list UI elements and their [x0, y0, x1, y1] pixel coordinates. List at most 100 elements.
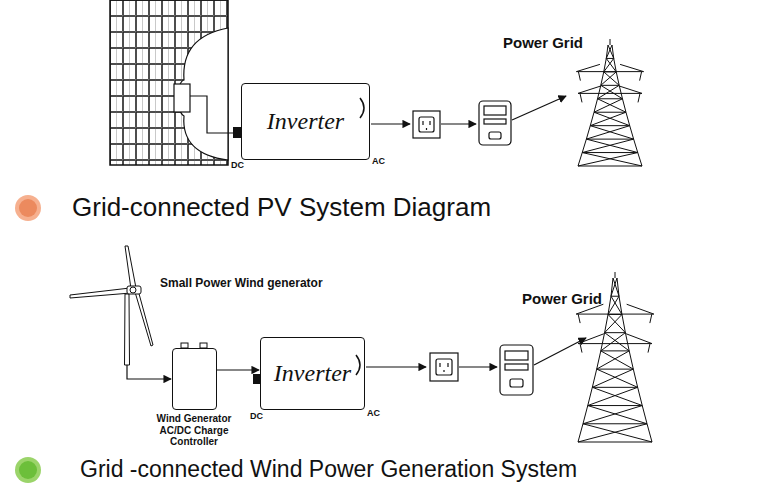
wind-generator: Small Power Wind generator	[100, 245, 154, 365]
tower-strut	[588, 405, 642, 406]
tower-strut	[615, 272, 616, 278]
power-tower	[576, 39, 643, 166]
grid-chain	[439, 363, 440, 367]
port-label: DC	[231, 160, 244, 170]
tower-strut	[583, 406, 642, 424]
tower-strut	[626, 334, 652, 344]
tower-strut	[578, 166, 642, 167]
tower-strut	[594, 112, 626, 113]
tower-strut	[578, 153, 582, 166]
tower-strut	[638, 153, 642, 166]
node-label: Power Grid	[503, 34, 583, 51]
grid-chain	[426, 128, 427, 130]
grid-chain	[436, 359, 452, 375]
tower-strut	[620, 86, 642, 93]
tower-strut	[638, 387, 643, 405]
wind-turbine	[130, 287, 136, 293]
power-tower	[576, 39, 654, 442]
tower-strut	[582, 153, 642, 166]
grid-chain	[366, 338, 586, 395]
tower-strut	[583, 423, 647, 424]
tower-strut	[601, 350, 629, 351]
grid-chain	[422, 121, 423, 125]
tower-strut	[578, 334, 604, 344]
port-label: AC	[372, 156, 385, 166]
grid-chain	[441, 123, 476, 124]
tower-strut	[597, 351, 629, 369]
tower-strut	[582, 139, 586, 152]
tower-strut	[604, 72, 619, 85]
tower-strut	[597, 369, 638, 387]
power-grid-tower: Power Grid	[580, 300, 650, 440]
solar-panel	[174, 84, 190, 112]
tower-strut	[586, 126, 629, 139]
tower-strut	[650, 314, 652, 323]
tower-strut	[576, 64, 600, 71]
tower-strut	[578, 153, 638, 166]
tower-strut	[633, 369, 637, 387]
grid-chain	[413, 111, 440, 138]
tower-strut	[586, 139, 633, 140]
wind-turbine	[70, 246, 153, 365]
node-label: Small Power Wind generator	[160, 276, 323, 290]
tower-strut	[605, 333, 630, 351]
tower-strut	[590, 112, 594, 125]
tower-strut	[638, 93, 640, 102]
wind-turbine	[70, 288, 131, 298]
tower-strut	[642, 406, 647, 424]
tower-strut	[578, 93, 642, 94]
solar-panel	[110, 0, 228, 165]
tower-strut	[606, 58, 613, 59]
tower-strut	[594, 99, 622, 112]
grid-chain	[484, 119, 506, 124]
inverter-port	[233, 127, 241, 138]
tower-strut	[578, 343, 652, 344]
tower-strut	[578, 72, 580, 81]
grid-chain	[447, 363, 448, 367]
inverter-port	[253, 374, 260, 384]
section-heading: Grid-connected PV System Diagram	[72, 192, 491, 223]
tower-strut	[592, 387, 637, 388]
tower-strut	[629, 351, 633, 369]
tower-strut	[592, 369, 596, 387]
wind-turbine	[135, 290, 153, 346]
tower-strut	[605, 332, 626, 333]
inverter-port	[356, 355, 360, 375]
tower-strut	[582, 139, 633, 152]
tower-strut	[580, 344, 582, 353]
tower-strut	[630, 126, 634, 139]
inverter-port	[233, 98, 364, 384]
wind-turbine	[127, 286, 141, 294]
heading-bullet	[19, 199, 37, 217]
grid-chain	[489, 132, 501, 139]
tower-strut	[588, 387, 593, 405]
inverter-port	[360, 98, 364, 118]
tower-strut	[578, 442, 652, 443]
grid-chain	[371, 96, 566, 145]
tower-strut	[601, 333, 626, 351]
tower-strut	[611, 296, 619, 297]
tower-strut	[606, 58, 616, 71]
grid-chain	[479, 101, 511, 145]
tower-strut	[586, 139, 637, 152]
grid-chain	[443, 370, 444, 372]
tower-strut	[578, 424, 583, 442]
wind-turbine	[125, 294, 130, 365]
grid-chain	[429, 121, 430, 125]
solar-panel	[110, 0, 234, 165]
section-heading: Grid -connected Wind Power Generation Sy…	[80, 456, 577, 483]
node-label: Power Grid	[522, 290, 602, 307]
tower-strut	[622, 99, 626, 112]
tower-strut	[640, 72, 642, 81]
grid-chain	[484, 106, 506, 115]
port-label: DC	[250, 411, 263, 421]
charge-controller: Wind Generator AC/DC Charge Controller	[172, 348, 217, 410]
tower-strut	[576, 314, 654, 315]
tower-strut	[611, 296, 622, 314]
tower-strut	[590, 125, 629, 126]
flow-arrow	[217, 369, 259, 370]
tower-strut	[598, 98, 623, 99]
tower-strut	[608, 314, 625, 332]
tower-strut	[601, 85, 623, 98]
